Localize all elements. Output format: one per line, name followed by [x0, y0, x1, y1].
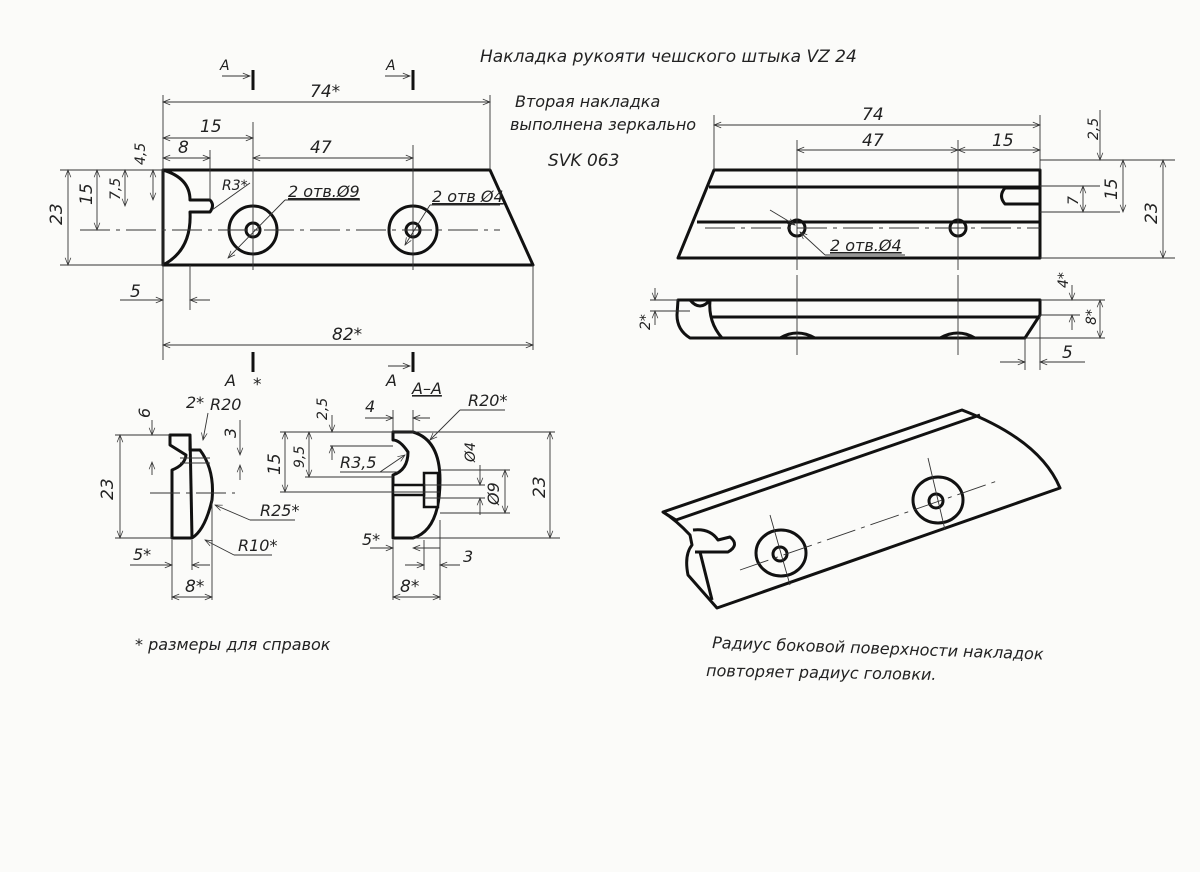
isometric-view [661, 408, 1062, 610]
radius-note-line2: повторяет радиус головки. [706, 661, 937, 684]
section-mark-a-1: A [219, 58, 230, 74]
dim-15-vert: 15 [77, 183, 97, 205]
section-aa-title: A–A [411, 379, 442, 398]
bottom-dim-2: 2* [638, 314, 654, 330]
bottom-dim-8: 8* [1084, 309, 1100, 325]
end-dim-8: 8* [185, 577, 204, 597]
end-dim-3: 3 [221, 428, 240, 438]
back-view: 74 47 15 2,5 7 15 23 2 отв.Ø4 [676, 105, 1175, 270]
aa-dim-2-5: 2,5 [315, 398, 331, 420]
section-mark-a-2: A [385, 58, 396, 74]
aa-dim-15: 15 [265, 453, 285, 475]
back-dim-74: 74 [862, 105, 884, 125]
aa-dim-4: 4 [365, 397, 375, 416]
reference-dims-note: * размеры для справок [135, 635, 331, 654]
front-view: A A 74* 15 8 47 4,5 7,5 15 23 R3* 2 отв.… [47, 58, 535, 372]
dim-47: 47 [310, 138, 332, 158]
aa-dim-phi9: Ø9 [484, 482, 503, 506]
dim-74: 74* [310, 82, 340, 102]
end-dim-r25: R25* [260, 501, 299, 520]
bottom-dim-5: 5 [1062, 343, 1073, 363]
back-dim-7: 7 [1066, 196, 1082, 205]
back-dim-23: 23 [1142, 202, 1162, 224]
back-dim-2-5: 2,5 [1086, 118, 1102, 140]
mirror-note-line1: Вторая накладка [515, 92, 660, 111]
end-dim-r20: R20 [210, 395, 241, 414]
back-dim-15-vert: 15 [1102, 178, 1122, 200]
back-dim-15: 15 [992, 131, 1014, 151]
dim-holes-4: 2 отв Ø4 [432, 187, 504, 206]
bottom-dim-4: 4* [1056, 272, 1072, 288]
aa-dim-r3-5: R3,5 [340, 453, 377, 472]
section-aa-mark: A [385, 371, 397, 390]
mirror-note-line2: выполнена зеркально [510, 115, 696, 134]
dim-holes-9: 2 отв.Ø9 [288, 182, 360, 201]
end-view-star: * [253, 375, 262, 395]
dim-7-5: 7,5 [108, 178, 124, 200]
end-dim-r10: R10* [238, 536, 277, 555]
aa-dim-r20: R20* [468, 391, 507, 410]
dim-5: 5 [130, 282, 141, 302]
aa-dim-3: 3 [463, 547, 473, 566]
end-dim-6: 6 [135, 408, 154, 418]
section-a-a: A A–A 2,5 4 R20* 15 9,5 R3,5 Ø4 Ø9 23 5*… [265, 352, 560, 600]
dim-r3: R3* [222, 178, 248, 194]
aa-dim-5: 5* [362, 530, 380, 549]
aa-dim-9-5: 9,5 [292, 446, 308, 468]
end-dim-23: 23 [98, 478, 118, 500]
dim-4-5: 4,5 [133, 143, 149, 165]
aa-dim-phi4: Ø4 [463, 442, 479, 463]
end-view-label: A [224, 371, 236, 390]
dim-8: 8 [178, 138, 189, 158]
back-dim-47: 47 [862, 131, 884, 151]
aa-dim-8: 8* [400, 577, 419, 597]
front-head-slot [162, 168, 214, 267]
dim-15: 15 [200, 117, 222, 137]
dim-82: 82* [332, 325, 362, 345]
bottom-view: 2* 4* 8* 5 [638, 272, 1105, 370]
dim-23: 23 [47, 203, 67, 225]
end-dim-2: 2* [186, 393, 204, 412]
back-dim-holes-4: 2 отв.Ø4 [830, 236, 902, 255]
part-code: SVK 063 [548, 151, 619, 171]
end-dim-5: 5* [133, 545, 151, 564]
aa-dim-23: 23 [530, 476, 550, 498]
end-view: A * 6 2* R20 3 23 R25* R10* 5* 8* [98, 371, 299, 600]
drawing-title: Накладка рукояти чешского штыка VZ 24 [480, 47, 857, 67]
radius-note-line1: Радиус боковой поверхности накладок [712, 633, 1044, 664]
